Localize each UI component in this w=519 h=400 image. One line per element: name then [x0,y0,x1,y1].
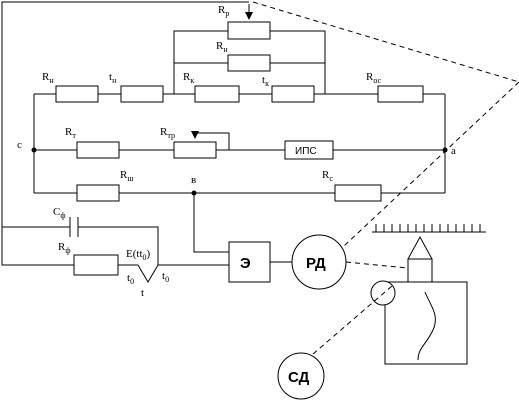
ips-block [284,140,334,160]
resistor-r-f [73,254,119,276]
recorder-body [384,281,468,365]
recorder-trace [417,291,436,361]
label-node-c: с [17,139,22,151]
recorder-carriage [407,258,433,283]
label-r-os: Rос [366,71,382,85]
label-r-p: Rр [218,4,229,18]
label-r-n-top: Rн [216,40,228,54]
resistor-r-k [194,85,240,103]
label-t-hot: t [141,287,144,299]
resistor-r-tr [173,141,217,159]
recorder-pointer [407,235,433,260]
resistors [55,21,424,276]
scale-ticks [375,224,481,232]
label-t0-right: t0 [162,270,169,284]
node-a-dot [442,147,448,153]
label-r-sh: Rш [120,169,134,183]
resistor-r-sh [76,184,120,202]
label-rd: РД [306,255,326,272]
label-r-tr: Rтр [160,126,175,140]
resistor-r-n-left [55,85,99,103]
resistor-r-c [334,184,382,202]
resistor-r-p [227,21,271,40]
label-node-v: в [191,174,196,186]
label-c-f: Cф [53,206,66,220]
label-t-n: tн [109,71,117,85]
label-r-c: Rс [322,169,333,183]
resistor-t-n [120,85,164,103]
lower-wiring [1,1,292,283]
label-e: Э [240,255,251,272]
node-c-dot [31,147,37,153]
resistor-r-os [377,85,424,103]
label-t-k: tк [262,74,269,88]
mechanical-links [252,1,519,355]
bridge-wiring [33,4,446,194]
labels: Rр Rн Rн tн Rк tк Rос Rт Rтр Rш Rс Cф Rф… [17,4,456,386]
label-r-k: Rк [183,71,194,85]
resistor-r-t [76,141,120,159]
label-t0-left: t0 [127,272,134,286]
label-sd: СД [288,369,310,386]
sd-motor [277,352,325,400]
recorder [370,224,486,365]
label-r-f: Rф [58,241,71,255]
label-r-n-left: Rн [42,71,54,85]
e-block [228,241,271,283]
label-ips: ИПС [295,146,317,157]
label-node-a: а [451,145,456,157]
resistor-t-k [271,85,315,103]
label-emf: E(tt0) [126,248,151,262]
resistor-r-n-top [227,54,271,72]
label-r-t: Rт [65,126,76,140]
